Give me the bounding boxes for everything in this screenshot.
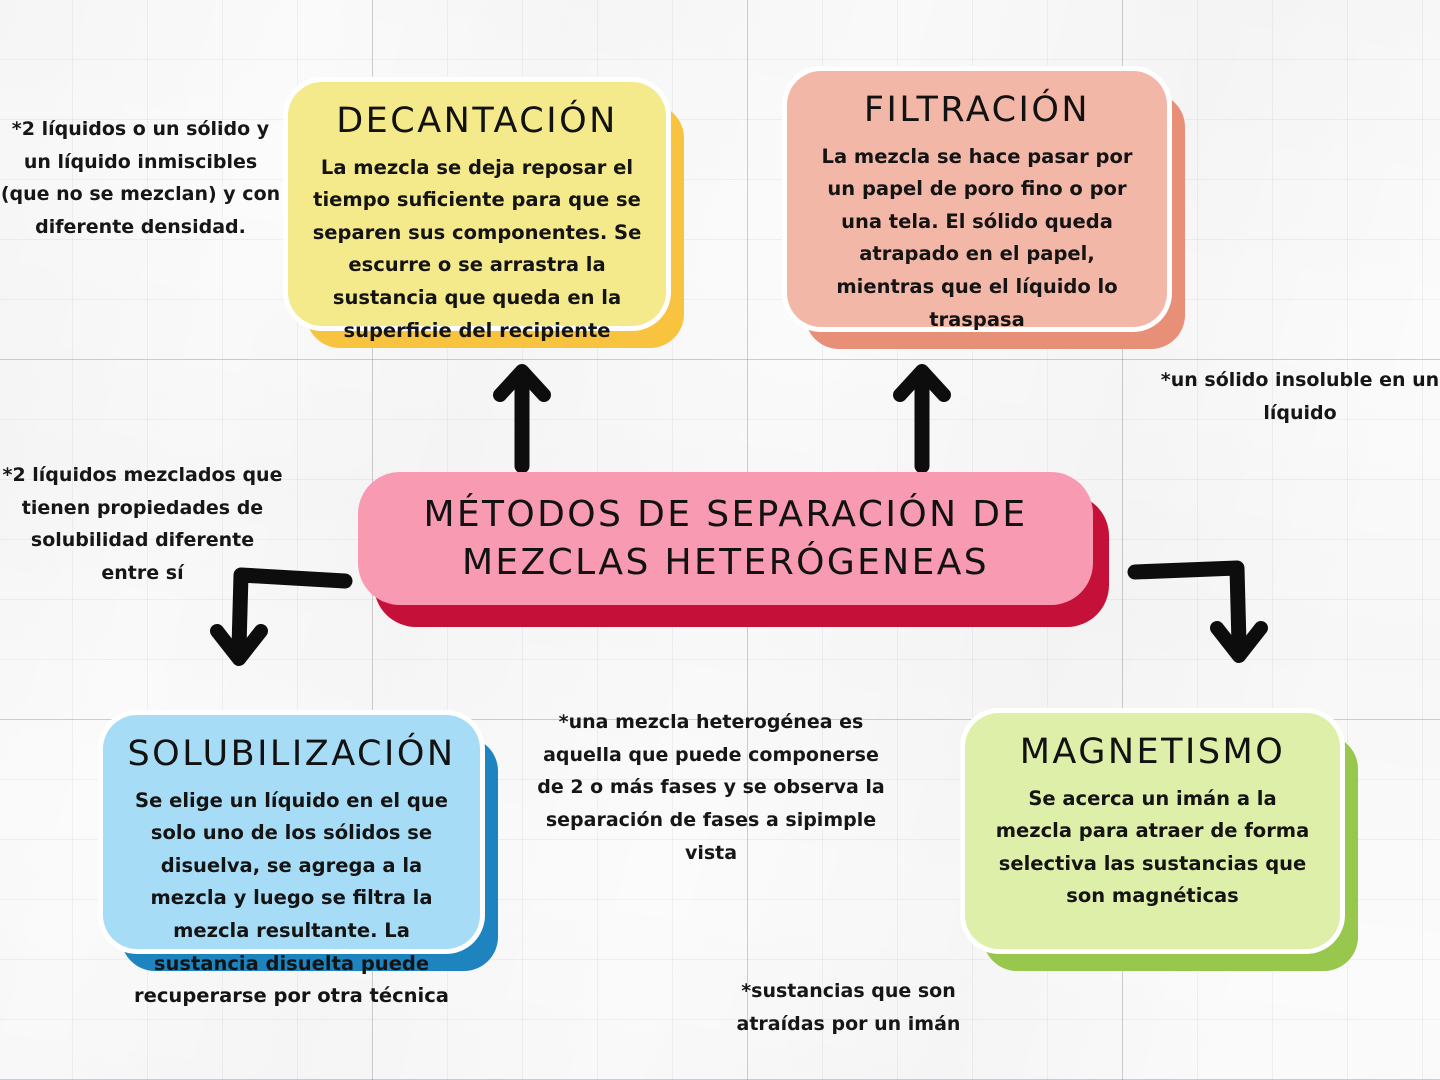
card-magnetismo[interactable]: MAGNETISMO Se acerca un imán a la mezcla… bbox=[965, 713, 1358, 971]
card-content-magnetismo: MAGNETISMO Se acerca un imán a la mezcla… bbox=[987, 731, 1318, 913]
card-solubilizacion[interactable]: SOLUBILIZACIÓN Se elige un líquido en el… bbox=[103, 715, 498, 1007]
card-content-filtracion: FILTRACIÓN La mezcla se hace pasar por u… bbox=[809, 89, 1145, 336]
card-body-solubilizacion: Se elige un líquido en el que solo uno d… bbox=[134, 788, 449, 1008]
card-content-decantacion: DECANTACIÓN La mezcla se deja reposar el… bbox=[310, 100, 644, 347]
center-banner-line-2: MEZCLAS HETERÓGENEAS bbox=[461, 541, 990, 583]
card-filtracion[interactable]: FILTRACIÓN La mezcla se hace pasar por u… bbox=[787, 71, 1185, 349]
card-front-solubilizacion bbox=[103, 715, 480, 949]
note-solubilizacion: *2 líquidos mezclados que tienen propied… bbox=[2, 464, 283, 585]
card-decantacion[interactable]: DECANTACIÓN La mezcla se deja reposar el… bbox=[288, 82, 684, 348]
card-title-magnetismo: MAGNETISMO bbox=[1019, 732, 1286, 772]
card-title-decantacion: DECANTACIÓN bbox=[336, 101, 618, 141]
arrow-elbow-down-to-magnetismo-icon bbox=[1127, 560, 1268, 663]
card-body-decantacion: La mezcla se deja reposar el tiempo sufi… bbox=[312, 155, 642, 342]
center-banner-content: MÉTODOS DE SEPARACIÓN DE MEZCLAS HETERÓG… bbox=[358, 472, 1093, 605]
arrow-up-to-filtracion-icon bbox=[893, 364, 951, 474]
card-body-magnetismo: Se acerca un imán a la mezcla para atrae… bbox=[995, 786, 1310, 908]
note-magnetismo: *sustancias que son atraídas por un imán bbox=[736, 980, 961, 1035]
arrow-elbow-down-to-solubilizacion-icon bbox=[210, 567, 353, 666]
card-title-filtracion: FILTRACIÓN bbox=[863, 90, 1091, 130]
card-front-filtracion bbox=[787, 71, 1167, 327]
card-title-solubilizacion: SOLUBILIZACIÓN bbox=[127, 734, 456, 774]
card-content-solubilizacion: SOLUBILIZACIÓN Se elige un líquido en el… bbox=[125, 733, 458, 1013]
note-decantacion: *2 líquidos o un sólido y un líquido inm… bbox=[0, 118, 281, 239]
note-filtracion: *un sólido insoluble en un líquido bbox=[1160, 369, 1440, 424]
card-front-decantacion bbox=[288, 82, 666, 326]
note-mezcla-heterogenea: *una mezcla heterogénea es aquella que p… bbox=[537, 711, 885, 864]
card-body-filtracion: La mezcla se hace pasar por un papel de … bbox=[821, 144, 1133, 331]
arrow-up-to-decantacion-icon bbox=[493, 364, 551, 474]
card-front-magnetismo bbox=[965, 713, 1340, 949]
center-banner-line-1: MÉTODOS DE SEPARACIÓN DE bbox=[423, 493, 1028, 535]
center-banner-metodos-separacion[interactable]: MÉTODOS DE SEPARACIÓN DE MEZCLAS HETERÓG… bbox=[358, 472, 1109, 627]
center-banner-front bbox=[358, 472, 1093, 605]
